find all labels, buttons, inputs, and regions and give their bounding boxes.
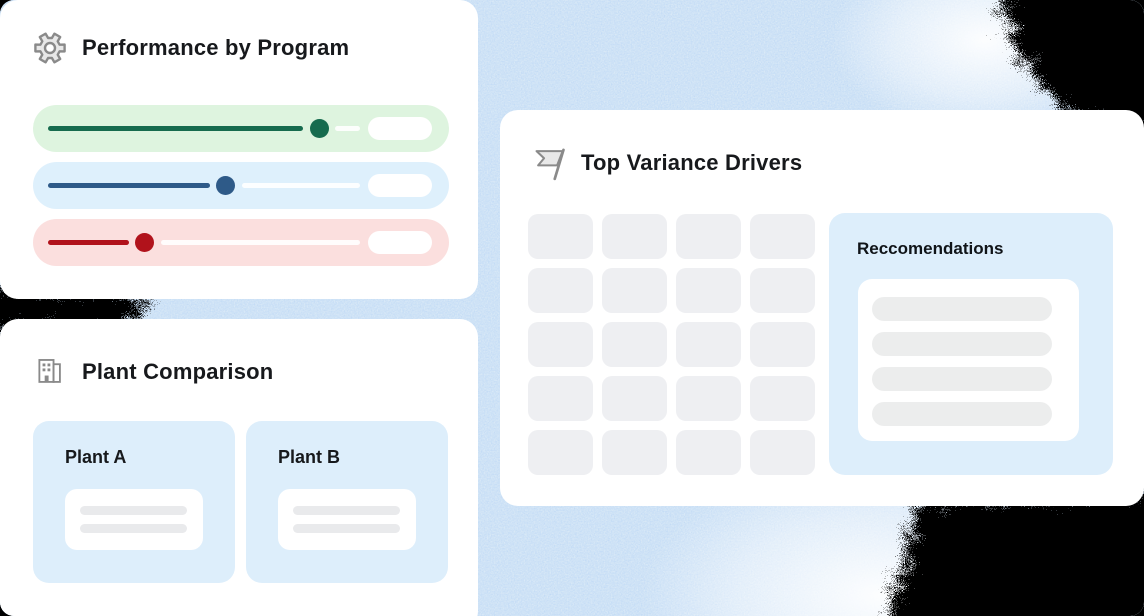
slider-track-rest — [241, 183, 360, 188]
recommendations-panel: Reccomendations — [829, 213, 1113, 475]
skeleton-box — [750, 214, 815, 259]
performance-by-program-card: Performance by Program — [0, 0, 478, 299]
skeleton-box — [750, 268, 815, 313]
flag-icon — [535, 148, 565, 181]
skeleton-box — [602, 430, 667, 475]
skeleton-box — [528, 430, 593, 475]
skeleton-box — [602, 376, 667, 421]
skeleton-bar — [872, 402, 1052, 426]
building-icon — [38, 359, 61, 383]
skeleton-box — [602, 268, 667, 313]
skeleton-box — [750, 322, 815, 367]
top-variance-drivers-card: Top Variance Drivers Reccomendations — [500, 110, 1144, 506]
gear-icon — [34, 32, 66, 64]
slider-track-filled — [48, 126, 304, 131]
skeleton-box — [528, 268, 593, 313]
skeleton-box — [528, 322, 593, 367]
skeleton-box — [676, 214, 741, 259]
performance-card-header: Performance by Program — [33, 31, 349, 65]
slider-knob-red[interactable] — [135, 233, 155, 252]
skeleton-box — [676, 322, 741, 367]
plant-label: Plant B — [278, 447, 341, 467]
skeleton-bar — [293, 506, 400, 515]
value-badge — [368, 117, 432, 140]
skeleton-box — [676, 268, 741, 313]
recommendations-title: Reccomendations — [857, 239, 1004, 258]
variance-card-header: Top Variance Drivers — [531, 144, 802, 182]
skeleton-box — [750, 376, 815, 421]
plant-panel-b: Plant B — [246, 421, 448, 583]
skeleton-bar — [872, 297, 1052, 321]
variance-grid — [528, 214, 815, 480]
skeleton-bar — [80, 506, 187, 515]
skeleton-box — [528, 376, 593, 421]
skeleton-bar — [80, 524, 187, 533]
plant-skeleton-box — [278, 489, 416, 550]
slider-track-filled — [48, 240, 129, 245]
plant-card-title: Plant Comparison — [82, 359, 274, 384]
skeleton-box — [602, 214, 667, 259]
slider-track-filled — [48, 183, 210, 188]
slider-track-rest — [160, 240, 360, 245]
skeleton-box — [750, 430, 815, 475]
variance-card-title: Top Variance Drivers — [581, 150, 803, 175]
plant-label: Plant A — [65, 447, 127, 467]
plant-comparison-card: Plant Comparison Plant A Plant B — [0, 319, 478, 616]
skeleton-box — [602, 322, 667, 367]
recommendations-box — [858, 279, 1079, 441]
slider-knob-green[interactable] — [309, 119, 329, 138]
value-badge — [368, 174, 432, 197]
slider-row-green[interactable] — [33, 105, 449, 152]
skeleton-box — [528, 214, 593, 259]
slider-knob-blue[interactable] — [216, 176, 236, 195]
skeleton-box — [676, 430, 741, 475]
plant-panel-a: Plant A — [33, 421, 235, 583]
plant-skeleton-box — [65, 489, 203, 550]
value-badge — [368, 231, 432, 254]
skeleton-box — [676, 376, 741, 421]
slider-track-rest — [335, 126, 360, 131]
performance-card-title: Performance by Program — [82, 35, 350, 60]
performance-sliders — [33, 105, 449, 276]
skeleton-bar — [293, 524, 400, 533]
slider-row-blue[interactable] — [33, 162, 449, 209]
skeleton-bar — [872, 367, 1052, 391]
plant-card-header: Plant Comparison — [33, 355, 273, 389]
skeleton-bar — [872, 332, 1052, 356]
slider-row-red[interactable] — [33, 219, 449, 266]
